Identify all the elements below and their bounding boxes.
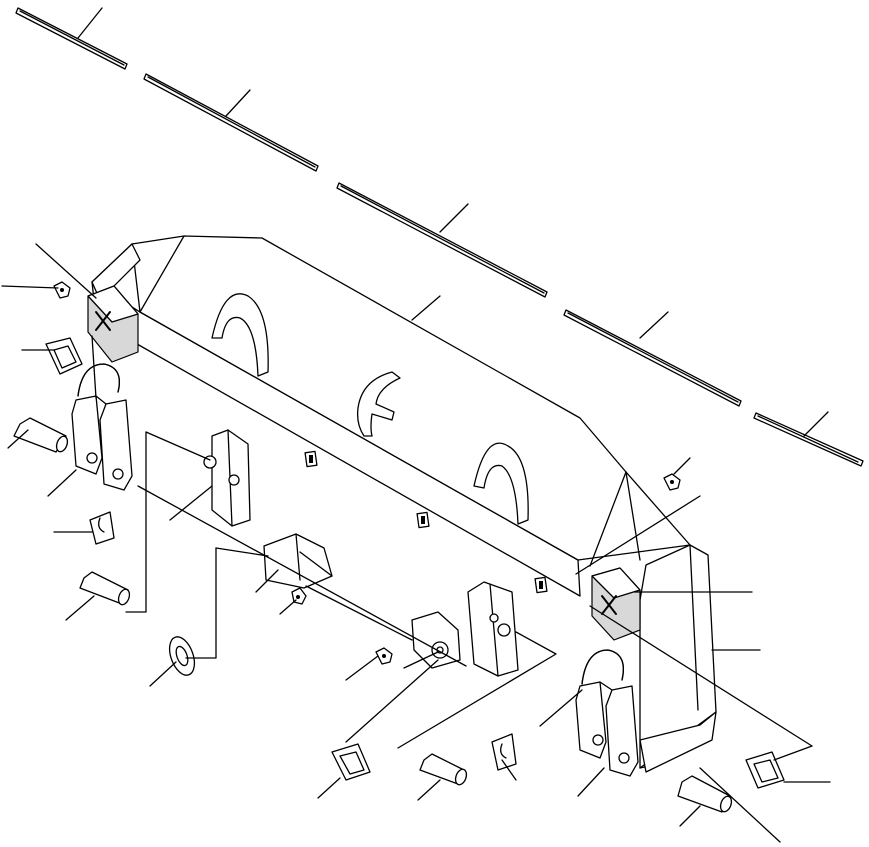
hinge-bracket-left (203, 429, 251, 527)
clip-left (89, 511, 115, 545)
u-bolt-right (581, 649, 625, 685)
gusset-left (211, 293, 269, 377)
hinge-bracket-center (467, 581, 519, 677)
u-bolt-left (77, 363, 121, 397)
clip-lower (491, 733, 517, 771)
wear-strip-3 (336, 182, 548, 298)
wear-strip-5 (753, 412, 864, 467)
pivot-block-right (591, 567, 641, 641)
pin-lower (419, 753, 468, 786)
lift-bracket-right (575, 681, 639, 777)
nut-center (375, 647, 393, 665)
pin-left (13, 417, 69, 453)
pin-right (677, 775, 733, 813)
gusset-center (356, 371, 401, 437)
lift-bracket-left (71, 395, 133, 491)
leader-lines (1, 7, 831, 843)
wear-strip-2 (143, 73, 319, 172)
shim-plate-lower (331, 743, 371, 781)
wear-strip-1 (15, 7, 128, 70)
pivot-block-left (87, 285, 139, 363)
end-plate-right (745, 751, 785, 789)
nut-left (53, 281, 71, 299)
shim-plate-left (45, 337, 83, 375)
flange-washer (168, 636, 196, 676)
wear-strip-4 (563, 309, 742, 407)
nut-right (663, 473, 681, 491)
pin-center (79, 571, 131, 606)
gusset-right (473, 442, 529, 525)
wedge-bracket (263, 533, 333, 589)
